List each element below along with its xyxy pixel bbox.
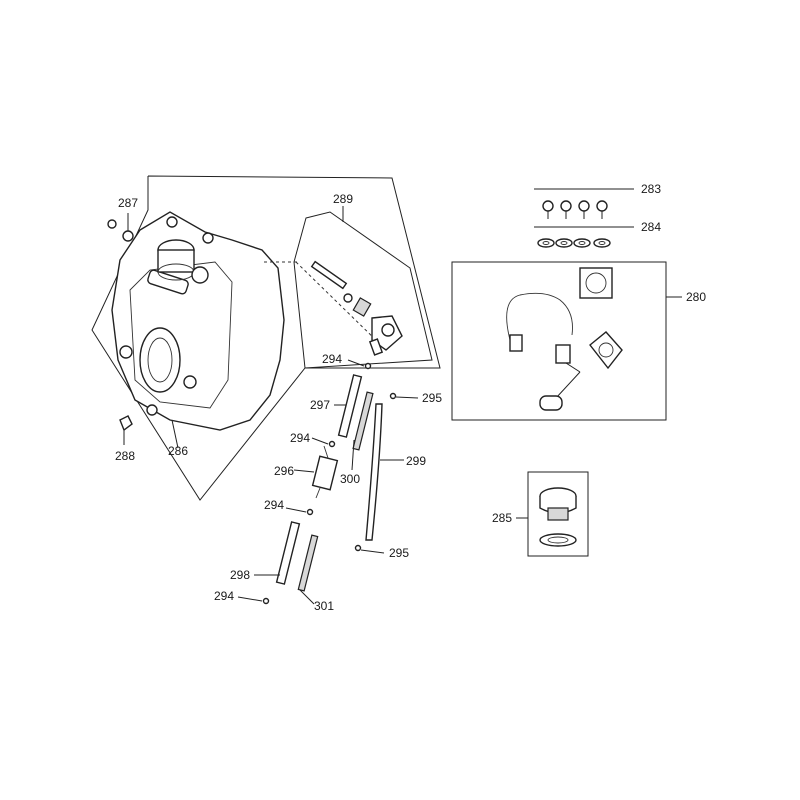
screw-washer-group	[534, 188, 634, 248]
callout-286: 286	[168, 444, 188, 458]
sender-arm-b	[555, 371, 581, 399]
tank-lug-left	[119, 345, 133, 359]
fuel-cock-group	[264, 206, 433, 369]
fuel-cock-rod	[310, 260, 348, 290]
fuel-tank-body	[111, 211, 285, 431]
fuel-cap-box	[527, 471, 589, 557]
callout-299: 299	[406, 454, 426, 468]
callout-285: 285	[492, 511, 512, 525]
tank-group-outline	[91, 175, 441, 501]
callout-294-third: 294	[264, 498, 284, 512]
fuel-cock-outlet	[368, 338, 384, 356]
callout-301: 301	[314, 599, 334, 613]
sender-unit	[555, 344, 571, 364]
fuel-cock-oring	[343, 293, 353, 303]
fuel-cock-axis-dash	[295, 261, 381, 345]
leader-294a	[347, 359, 365, 367]
hose-297	[337, 374, 363, 438]
fuel-cap-gasket-inner	[547, 536, 569, 544]
leader-296	[293, 469, 315, 473]
callout-298: 298	[230, 568, 250, 582]
tank-lug-mid	[183, 375, 197, 389]
leader-295a	[395, 396, 419, 399]
bolt-288	[119, 415, 133, 432]
leader-294d	[237, 596, 263, 602]
callout-287: 287	[118, 196, 138, 210]
callout-294-top: 294	[322, 352, 342, 366]
fuel-cock-outline	[293, 211, 433, 369]
leader-294b	[311, 437, 329, 445]
fuel-tank-group	[91, 175, 441, 501]
callout-280: 280	[686, 290, 706, 304]
leader-301	[299, 589, 315, 605]
sender-plate-hole	[598, 342, 614, 358]
tank-lug-right	[202, 232, 214, 244]
hose-298	[275, 521, 301, 585]
bolt-287a	[107, 219, 117, 229]
fuel-tank-slot	[147, 269, 189, 295]
fuel-sender-group	[451, 261, 682, 421]
leader-286	[171, 419, 179, 449]
clip-294b	[328, 440, 336, 448]
callout-labels: 283 284 280 285 287 288 286 289 294 295 …	[115, 182, 706, 613]
hose-301	[297, 534, 319, 592]
sender-float	[539, 395, 563, 411]
hose-299	[365, 403, 383, 541]
fuel-cock-valve	[381, 323, 395, 337]
bolt-287b	[122, 230, 134, 242]
screws-283	[542, 200, 608, 219]
callout-297: 297	[310, 398, 330, 412]
sender-wire	[506, 292, 573, 341]
callout-294-bottom: 294	[214, 589, 234, 603]
fuel-tank-recess	[139, 327, 181, 393]
callout-283: 283	[641, 182, 661, 196]
sender-gasket-hole	[585, 272, 607, 294]
filler-neck	[157, 249, 195, 273]
callout-296: 296	[274, 464, 294, 478]
fuel-cap-thread	[547, 507, 569, 521]
sender-gasket-square	[579, 267, 613, 299]
fuel-filter-outlet	[315, 487, 321, 499]
washers-284	[537, 238, 611, 248]
hose-300	[352, 391, 374, 451]
leader-300	[351, 439, 355, 471]
clip-294a	[364, 362, 372, 370]
callout-294-second: 294	[290, 431, 310, 445]
tank-lug-top	[166, 216, 178, 228]
sender-arm-a	[565, 362, 581, 373]
clip-294d	[262, 597, 270, 605]
clip-294c	[306, 508, 314, 516]
fuel-sender-box	[451, 261, 667, 421]
callout-295-bottom: 295	[389, 546, 409, 560]
callout-288: 288	[115, 449, 135, 463]
callout-295-top: 295	[422, 391, 442, 405]
fuel-cap-group	[516, 471, 589, 557]
clip-295b	[354, 544, 362, 552]
callout-289: 289	[333, 192, 353, 206]
fuel-tank-recess-inner	[147, 337, 173, 383]
tank-sender-port	[191, 266, 209, 284]
fuel-filter-296	[311, 455, 339, 491]
hose-group	[237, 359, 419, 605]
tank-lug-bottom	[146, 404, 158, 416]
fuel-cock-seal	[352, 297, 372, 317]
leader-294c	[285, 507, 307, 513]
sender-plate	[589, 331, 623, 370]
fuel-filter-inlet	[323, 445, 329, 459]
clip-295a	[389, 392, 397, 400]
leader-295b	[360, 549, 385, 554]
callout-284: 284	[641, 220, 661, 234]
sender-connector	[509, 334, 523, 352]
fuel-cap-gasket	[539, 533, 577, 547]
callout-300: 300	[340, 472, 360, 486]
